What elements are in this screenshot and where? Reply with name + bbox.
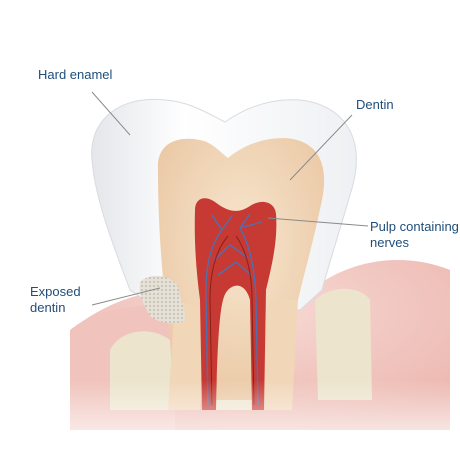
bone-right <box>315 288 372 400</box>
exposed-dentin <box>139 275 186 324</box>
leader-exposed <box>91 287 161 306</box>
label-pulp: Pulp containing nerves <box>370 219 459 250</box>
label-dentin: Dentin <box>356 97 394 112</box>
leader-lines <box>91 91 369 306</box>
label-exposed-dentin: Exposed dentin <box>30 284 81 315</box>
vessels <box>209 235 255 406</box>
pulp <box>194 198 277 410</box>
leader-dentin <box>289 114 353 181</box>
leader-pulp <box>267 217 369 227</box>
label-hard-enamel: Hard enamel <box>38 67 113 82</box>
nerves <box>205 213 263 406</box>
bottom-fade <box>0 380 460 460</box>
leader-enamel <box>91 91 131 136</box>
